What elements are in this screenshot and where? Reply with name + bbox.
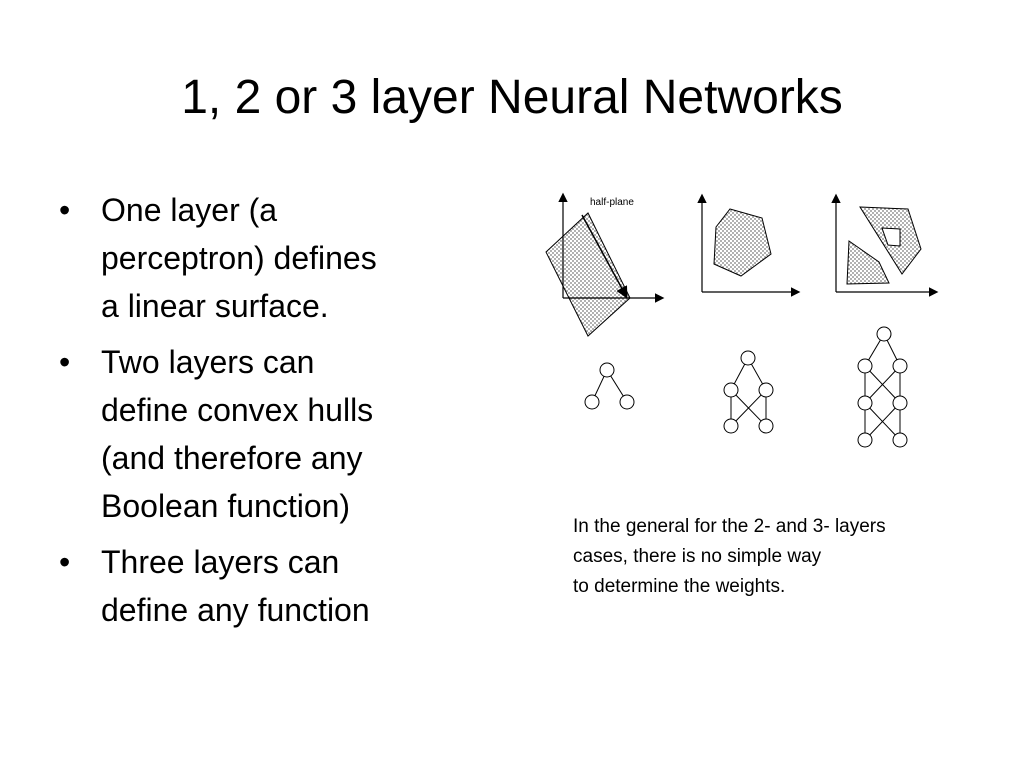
caption-line: cases, there is no simple way: [573, 546, 822, 567]
convex-hull-region-diagram: [697, 193, 801, 297]
bullet-line: One layer (a: [101, 192, 278, 228]
network-decision-regions-figure: half-plane: [545, 192, 939, 448]
bullet-line: a linear surface.: [101, 288, 329, 324]
caption-line: to determine the weights.: [573, 576, 786, 597]
bullet-dot-icon: •: [59, 192, 71, 228]
bullet-line: (and therefore any: [101, 440, 363, 476]
bullet-line: Two layers can: [101, 344, 315, 380]
two-layer-network-icon: [723, 350, 774, 434]
half-plane-label: half-plane: [590, 197, 634, 208]
bullet-item-three-layers: • Three layers can define any function: [55, 538, 485, 634]
slide-title: 1, 2 or 3 layer Neural Networks: [181, 71, 843, 124]
bullet-line: Boolean function): [101, 488, 351, 524]
bullet-item-one-layer: • One layer (a perceptron) defines a lin…: [55, 186, 485, 330]
arbitrary-region-diagram: [831, 193, 939, 297]
bullet-list: • One layer (a perceptron) defines a lin…: [55, 186, 485, 642]
bullet-line: define convex hulls: [101, 392, 374, 428]
caption-line: In the general for the 2- and 3- layers: [573, 516, 886, 537]
bullet-line: Three layers can: [101, 544, 340, 580]
bullet-dot-icon: •: [59, 544, 71, 580]
bullet-line: perceptron) defines: [101, 240, 377, 276]
bullet-line: define any function: [101, 592, 370, 628]
half-plane-region-diagram: half-plane: [545, 192, 665, 337]
bullet-dot-icon: •: [59, 344, 71, 380]
three-layer-network-icon: [857, 326, 908, 448]
bullet-item-two-layers: • Two layers can define convex hulls (an…: [55, 338, 485, 530]
one-layer-network-icon: [584, 362, 635, 410]
figure-caption: In the general for the 2- and 3- layers …: [573, 512, 993, 602]
